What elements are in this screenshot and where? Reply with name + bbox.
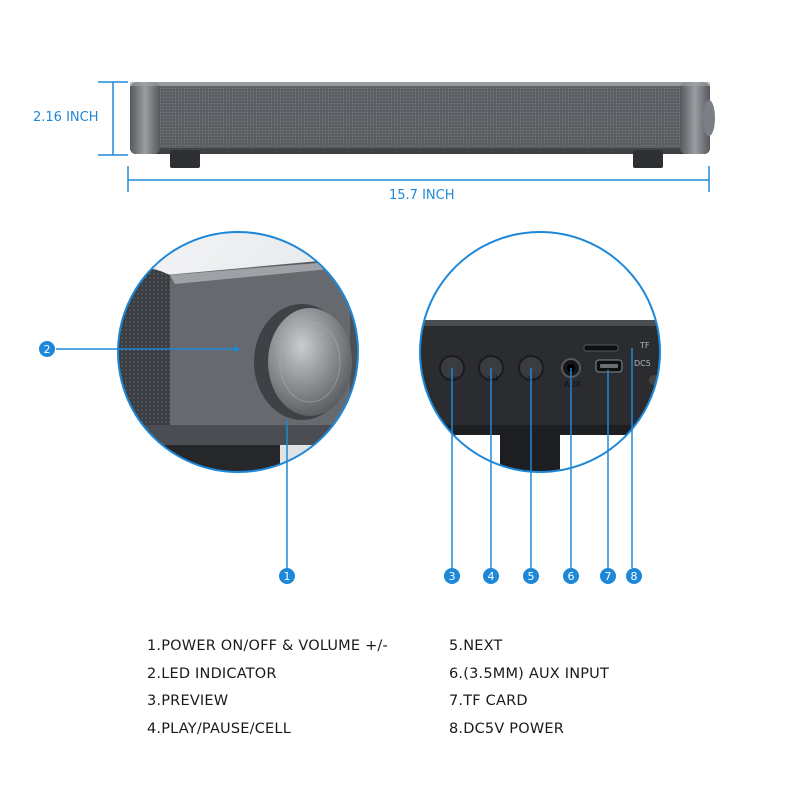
callout-8-badge: 8 xyxy=(626,568,642,584)
legend-item-5: 5.NEXT xyxy=(449,638,503,654)
svg-text:>||: >|| xyxy=(487,374,498,382)
legend-item-8: 8.DC5V POWER xyxy=(449,720,565,737)
width-dimension-label: 15.7 INCH xyxy=(389,188,455,203)
legend-item-2: 2.LED INDICATOR xyxy=(147,665,277,682)
callout-4-badge: 4 xyxy=(483,568,499,584)
svg-text:2: 2 xyxy=(44,343,51,356)
tf-card-slot xyxy=(583,344,619,352)
callout-6-badge: 6 xyxy=(563,568,579,584)
svg-text:6: 6 xyxy=(568,570,575,583)
svg-text:AUX: AUX xyxy=(564,380,581,389)
svg-text:8: 8 xyxy=(631,570,638,583)
legend-item-3: 3.PREVIEW xyxy=(147,693,229,709)
callout-7-badge: 7 xyxy=(600,568,616,584)
legend-item-1: 1.POWER ON/OFF & VOLUME +/- xyxy=(147,638,388,654)
legend-left: 1.POWER ON/OFF & VOLUME +/- 2.LED INDICA… xyxy=(147,633,388,743)
knob-detail xyxy=(117,231,359,473)
callout-2-badge: 2 xyxy=(39,341,55,357)
legend-item-7: 7.TF CARD xyxy=(449,693,528,709)
svg-text:TF: TF xyxy=(639,341,650,350)
svg-text:4: 4 xyxy=(488,570,495,583)
height-dimension-label: 2.16 INCH xyxy=(33,110,99,125)
svg-text:5: 5 xyxy=(528,570,535,583)
speaker-dimension-diagram xyxy=(98,81,715,192)
legend-item-4: 4.PLAY/PAUSE/CELL xyxy=(147,720,291,737)
legend-right: 5.NEXT 6.(3.5MM) AUX INPUT 7.TF CARD 8.D… xyxy=(449,633,609,743)
legend-item-6: 6.(3.5MM) AUX INPUT xyxy=(449,665,610,682)
svg-text:7: 7 xyxy=(605,570,612,583)
control-panel-detail: |< >|| >| AUX TF DC5 xyxy=(419,231,661,473)
callout-5-badge: 5 xyxy=(523,568,539,584)
svg-text:|<: |< xyxy=(450,374,458,382)
svg-text:3: 3 xyxy=(449,570,456,583)
detail-views: 2 1 xyxy=(39,231,661,584)
speaker-bar xyxy=(130,82,715,168)
svg-text:1: 1 xyxy=(284,570,291,583)
callout-3-badge: 3 xyxy=(444,568,460,584)
callout-1-badge: 1 xyxy=(279,568,295,584)
svg-text:DC5: DC5 xyxy=(634,359,651,368)
